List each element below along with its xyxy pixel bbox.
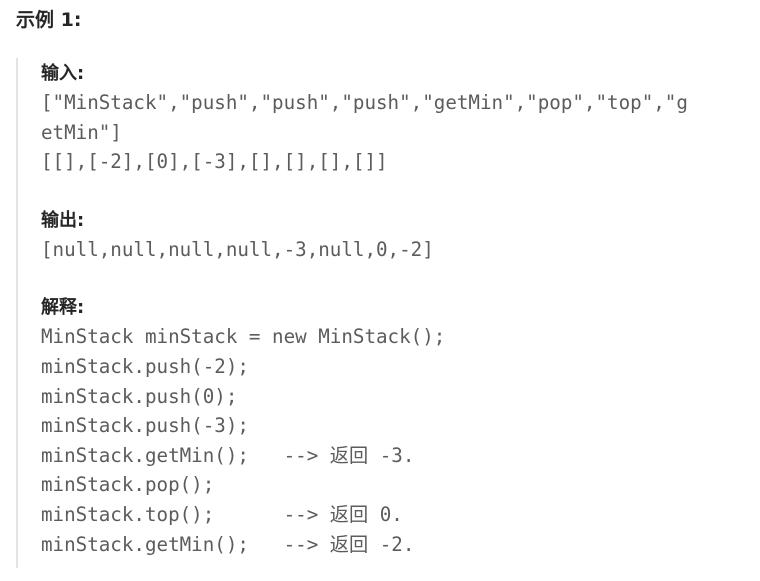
explanation-line-6: minStack.pop(); — [41, 473, 215, 497]
explanation-line-4: minStack.push(-3); — [41, 414, 249, 438]
input-line-1: ["MinStack","push","push","push","getMin… — [41, 91, 688, 114]
output-line-1: [null,null,null,null,-3,null,0,-2] — [41, 237, 434, 261]
section-gap — [41, 177, 756, 207]
example-block: 输入: ["MinStack","push","push","push","ge… — [16, 58, 756, 568]
section-gap — [41, 264, 756, 294]
explanation-line-7: minStack.top(); --> 返回 0. — [41, 502, 403, 526]
explanation-line-1: MinStack minStack = new MinStack(); — [41, 325, 446, 349]
explanation-line-2: minStack.push(-2); — [41, 354, 249, 378]
output-label: 输出: — [41, 209, 85, 231]
explanation-line-5: minStack.getMin(); --> 返回 -3. — [41, 443, 415, 467]
explanation-line-8: minStack.getMin(); --> 返回 -2. — [41, 532, 415, 556]
explanation-label: 解释: — [41, 297, 85, 319]
explanation-line-3: minStack.push(0); — [41, 384, 238, 408]
input-line-3: [[],[-2],[0],[-3],[],[],[],[]] — [41, 150, 388, 174]
input-line-2: etMin"] — [41, 120, 122, 144]
input-label: 输入: — [41, 63, 85, 84]
example-title: 示例 1: — [16, 9, 82, 31]
